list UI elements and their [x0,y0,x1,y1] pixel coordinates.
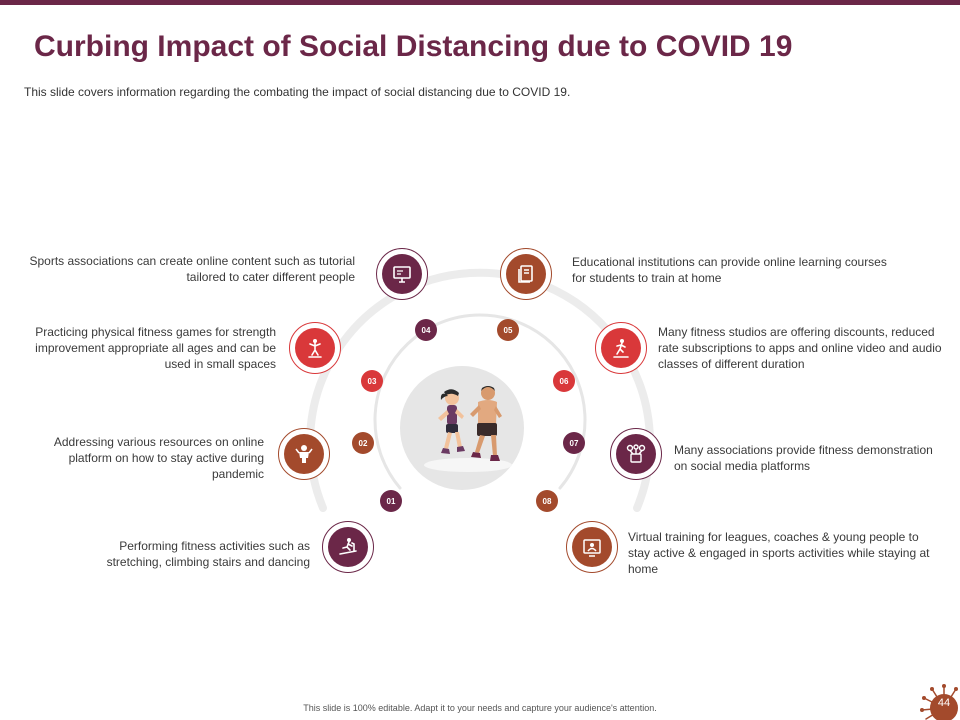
page-number: 44 [937,697,951,709]
item-04-text: Sports associations can create online co… [29,254,355,284]
treadmill-icon [339,538,357,555]
item-03-text: Practicing physical fitness games for st… [35,325,276,371]
item-06-text: Many fitness studios are offering discou… [658,325,942,371]
runners-illustration [438,386,502,461]
footer-note: This slide is 100% editable. Adapt it to… [303,703,657,713]
page-subtitle: This slide covers information regarding … [24,85,571,99]
video-training-icon [583,539,601,557]
page-title: Curbing Impact of Social Distancing due … [34,30,793,63]
book-icon [518,265,533,283]
item-03-number: 03 [361,370,383,392]
item-07-badge [610,428,662,480]
discount-runner-icon [613,339,629,358]
item-05-text: Educational institutions can provide onl… [572,255,887,285]
item-05-number: 05 [497,319,519,341]
top-accent-bar [0,0,960,5]
item-03-badge [289,322,341,374]
item-01-number: 01 [380,490,402,512]
item-05-badge [500,248,552,300]
item-01-badge [322,521,374,573]
item-06-number: 06 [553,370,575,392]
item-08-badge [566,521,618,573]
fitness-figure-icon [308,339,322,358]
computer-screen-icon [393,266,411,283]
item-04-badge [376,248,428,300]
social-network-icon [626,444,646,463]
item-02-text: Addressing various resources on online p… [53,435,264,481]
item-07-number: 07 [563,432,585,454]
item-02-number: 02 [352,432,374,454]
person-badge-icon [295,445,313,463]
item-04-number: 04 [415,319,437,341]
item-08-text: Virtual training for leagues, coaches & … [628,530,930,576]
item-01-text: Performing fitness activities such as st… [106,539,310,569]
virus-page-badge [920,684,958,720]
item-02-badge [278,428,330,480]
item-08-number: 08 [536,490,558,512]
item-07-text: Many associations provide fitness demons… [674,443,933,473]
item-06-badge [595,322,647,374]
